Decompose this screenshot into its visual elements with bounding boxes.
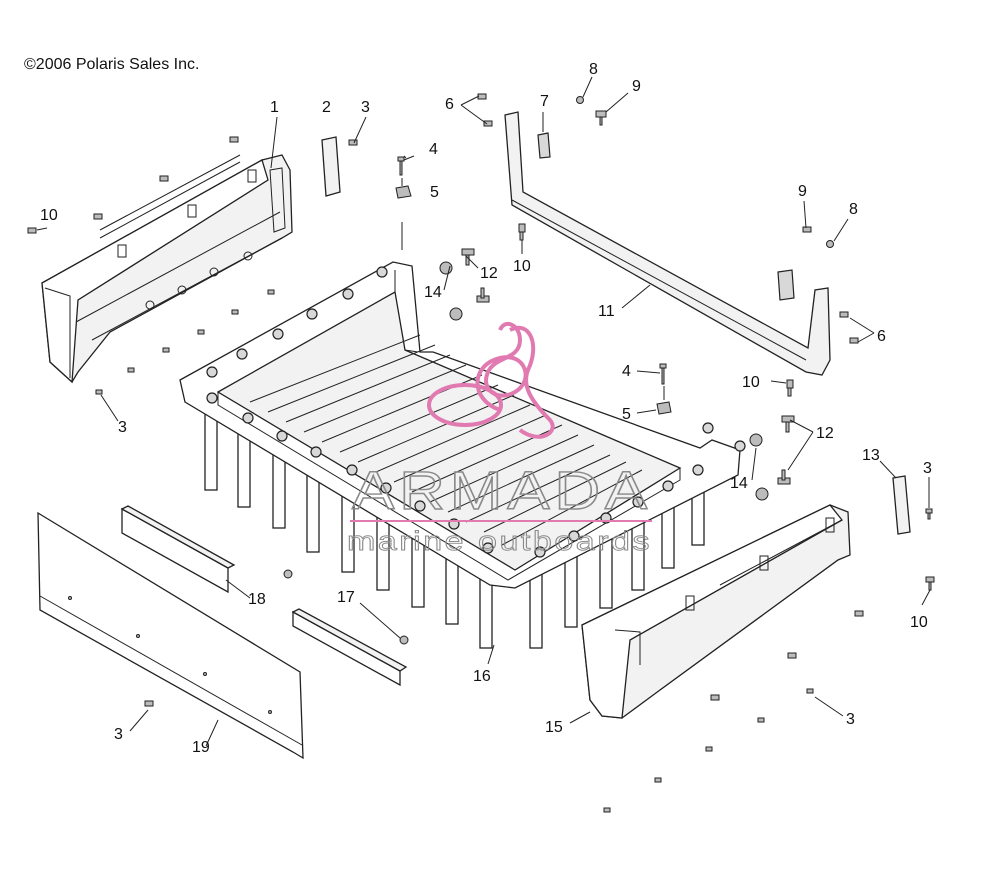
part-18-bumper-strips bbox=[120, 505, 408, 687]
callout-18: 18 bbox=[248, 591, 266, 608]
callout-13: 13 bbox=[862, 447, 880, 464]
callout-9: 9 bbox=[798, 183, 807, 200]
callout-1: 1 bbox=[270, 99, 279, 116]
callout-labels: 1 2 3 4 5 6 7 8 9 10 9 8 12 14 10 11 6 3… bbox=[40, 61, 932, 756]
callout-9: 9 bbox=[632, 78, 641, 95]
watermark-tagline: marine outboards bbox=[347, 526, 652, 556]
callout-3: 3 bbox=[114, 726, 123, 743]
part-11-rear-frame bbox=[504, 111, 831, 376]
callout-12: 12 bbox=[816, 425, 834, 442]
callout-4: 4 bbox=[429, 141, 438, 158]
hardware-fasteners bbox=[27, 93, 935, 813]
copyright-notice: ©2006 Polaris Sales Inc. bbox=[24, 56, 200, 73]
watermark-brand: ARMADA bbox=[352, 461, 652, 521]
callout-15: 15 bbox=[545, 719, 563, 736]
callout-5: 5 bbox=[430, 184, 439, 201]
part-13-end-cap bbox=[892, 475, 911, 535]
callout-6: 6 bbox=[445, 96, 454, 113]
callout-14: 14 bbox=[730, 475, 748, 492]
callout-6: 6 bbox=[877, 328, 886, 345]
callout-10: 10 bbox=[910, 614, 928, 631]
callout-4: 4 bbox=[622, 363, 631, 380]
callout-19: 19 bbox=[192, 739, 210, 756]
callout-11: 11 bbox=[598, 303, 615, 320]
callout-2: 2 bbox=[322, 99, 331, 116]
callout-10: 10 bbox=[742, 374, 760, 391]
watermark-logo bbox=[427, 321, 555, 439]
callout-8: 8 bbox=[589, 61, 598, 78]
part-15-right-side-panel bbox=[581, 504, 851, 719]
callout-16: 16 bbox=[473, 668, 491, 685]
callout-7: 7 bbox=[540, 93, 549, 110]
callout-17: 17 bbox=[337, 589, 355, 606]
callout-3: 3 bbox=[361, 99, 370, 116]
callout-12: 12 bbox=[480, 265, 498, 282]
callout-8: 8 bbox=[849, 201, 858, 218]
leader-lines bbox=[36, 76, 931, 747]
callout-3: 3 bbox=[846, 711, 855, 728]
watermark: ARMADA marine outboards bbox=[347, 321, 652, 556]
callout-3: 3 bbox=[923, 460, 932, 477]
part-2-end-cap bbox=[321, 136, 341, 197]
callout-3: 3 bbox=[118, 419, 127, 436]
callout-14: 14 bbox=[424, 284, 442, 301]
part-19-tailgate bbox=[37, 511, 304, 760]
callout-5: 5 bbox=[622, 406, 631, 423]
part-1-left-side-panel bbox=[41, 154, 293, 384]
callout-10: 10 bbox=[40, 207, 58, 224]
callout-10: 10 bbox=[513, 258, 531, 275]
